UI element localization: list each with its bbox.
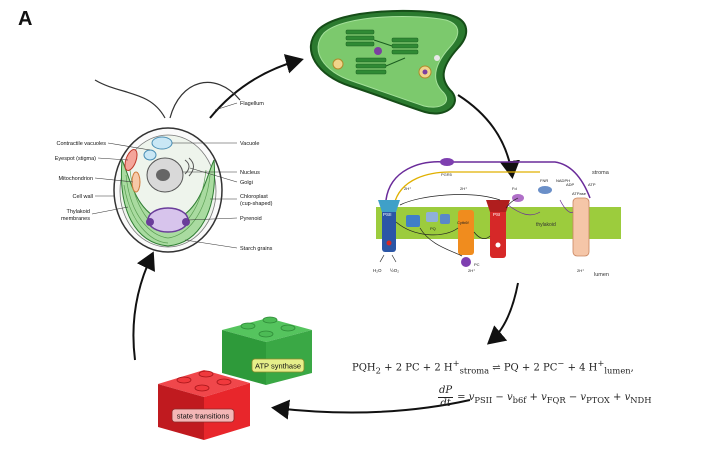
label-contractile-vacuoles: Contractile vacuoles: [56, 141, 106, 147]
arrow-membrane-to-equations: [486, 282, 519, 345]
arrow-lego-to-cell: [132, 251, 155, 361]
label-stroma: stroma: [592, 170, 610, 176]
svg-text:PSII: PSII: [383, 212, 392, 217]
chloroplast-illustration: [309, 9, 468, 115]
contractile-vacuole: [143, 149, 157, 161]
label-thylakoid-2: membranes: [61, 216, 90, 222]
label-thylakoid: thylakoid: [536, 222, 556, 228]
svg-text:PSI: PSI: [493, 212, 500, 217]
lego-red-label-box: [171, 408, 235, 423]
vacuole: [151, 136, 173, 150]
svg-text:ATPase: ATPase: [572, 191, 587, 196]
label-starch: Starch grains: [240, 246, 273, 252]
svg-text:2H⁺: 2H⁺: [460, 186, 467, 191]
arrow-chloroplast-to-membrane: [457, 94, 520, 179]
cytb6f-complex: [458, 210, 474, 255]
svg-text:Cytb6f: Cytb6f: [457, 220, 469, 225]
svg-text:PC: PC: [474, 262, 480, 267]
label-chloroplast-1: Chloroplast: [240, 194, 268, 200]
label-eyespot: Eyespot (stigma): [55, 156, 96, 162]
psii-complex: [382, 200, 396, 252]
svg-text:FNR: FNR: [540, 178, 548, 183]
label-flagellum: Flagellum: [240, 101, 264, 107]
psi-complex: [490, 200, 506, 258]
label-thylakoid-1: Thylakoid: [66, 209, 90, 215]
lego-red-brick: state transitions: [158, 370, 250, 440]
golgi: [184, 157, 194, 177]
pyrenoid: [147, 207, 189, 233]
label-mitochondrion: Mitochondrion: [58, 176, 93, 182]
mitochondrion: [131, 171, 141, 193]
atpase-complex: [572, 197, 590, 257]
label-cell-wall: Cell wall: [73, 194, 93, 200]
svg-text:ATP: ATP: [588, 182, 596, 187]
lego-green-brick: ATP synthase: [222, 316, 312, 385]
cycle-arrows: [132, 54, 520, 420]
eyespot: [124, 149, 138, 171]
lego-green-label-box: [251, 358, 305, 373]
svg-text:ADP: ADP: [566, 182, 575, 187]
label-nucleus: Nucleus: [240, 170, 260, 176]
svg-text:Fd: Fd: [512, 186, 517, 191]
label-vacuole: Vacuole: [240, 141, 259, 147]
svg-text:H₂O: H₂O: [373, 268, 382, 273]
svg-text:2H⁺: 2H⁺: [404, 186, 411, 191]
svg-text:2H⁺: 2H⁺: [577, 268, 584, 273]
pgr5-node: [440, 158, 454, 166]
cell-diagram: Contractile vacuoles Eyespot (stigma) Mi…: [55, 79, 273, 253]
panel-label: A: [18, 8, 33, 30]
equation-reaction: PQH2 + 2 PC + 2 H+stroma ⇌ PQ + 2 PC− + …: [352, 358, 634, 376]
lego-green-label: ATP synthase: [255, 362, 301, 371]
svg-text:NADPH: NADPH: [556, 178, 570, 183]
flagellum-right: [169, 81, 241, 119]
svg-text:½O₂: ½O₂: [390, 267, 399, 273]
lego-red-label: state transitions: [177, 412, 230, 421]
flagellum-left: [94, 79, 166, 119]
svg-text:PGR5: PGR5: [441, 172, 453, 177]
label-golgi: Golgi: [240, 180, 253, 186]
arrow-cell-to-chloroplast: [209, 54, 304, 119]
svg-text:2H⁺: 2H⁺: [468, 268, 475, 273]
label-lumen: lumen: [594, 272, 609, 278]
thylakoid-membrane-model: thylakoid stroma lumen PGR5 PSII H₂O ½O₂…: [373, 158, 621, 278]
label-pyrenoid: Pyrenoid: [240, 216, 262, 222]
arrow-equations-to-lego: [271, 399, 471, 420]
svg-text:PQ: PQ: [430, 226, 436, 231]
label-chloroplast-2: (cup-shaped): [240, 201, 273, 207]
